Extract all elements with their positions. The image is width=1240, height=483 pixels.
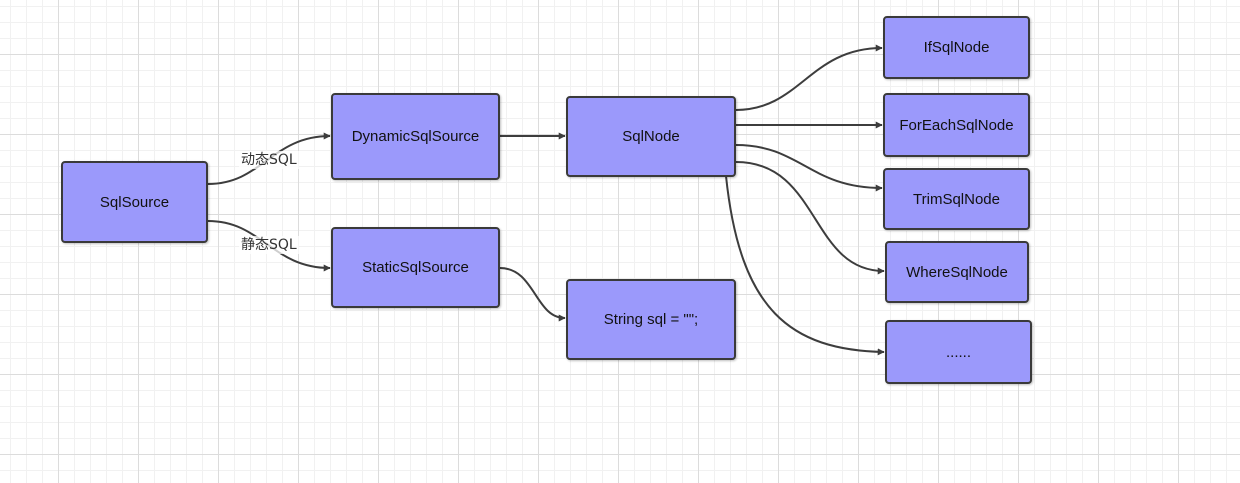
edge-sqlnode-to-where bbox=[735, 161, 885, 275]
node-where-sql-node[interactable]: WhereSqlNode bbox=[885, 241, 1029, 303]
node-dynamic-sql-source[interactable]: DynamicSqlSource bbox=[331, 93, 500, 180]
node-if-sql-node[interactable]: IfSqlNode bbox=[883, 16, 1030, 79]
node-string-sql[interactable]: String sql = ""; bbox=[566, 279, 736, 360]
edge-static-to-string bbox=[499, 267, 566, 322]
node-sqlsource[interactable]: SqlSource bbox=[61, 161, 208, 243]
edge-label-dynamic-sql: 动态SQL bbox=[239, 151, 299, 169]
node-sql-node[interactable]: SqlNode bbox=[566, 96, 736, 177]
node-trim-sql-node[interactable]: TrimSqlNode bbox=[883, 168, 1030, 230]
node-static-sql-source[interactable]: StaticSqlSource bbox=[331, 227, 500, 308]
edge-label-static-sql: 静态SQL bbox=[239, 236, 299, 254]
node-foreach-sql-node[interactable]: ForEachSqlNode bbox=[883, 93, 1030, 157]
edge-sqlnode-to-more bbox=[725, 175, 885, 356]
node-more[interactable]: ...... bbox=[885, 320, 1032, 384]
edge-sqlnode-to-trim bbox=[735, 144, 883, 192]
edge-sqlnode-to-if bbox=[735, 44, 883, 111]
